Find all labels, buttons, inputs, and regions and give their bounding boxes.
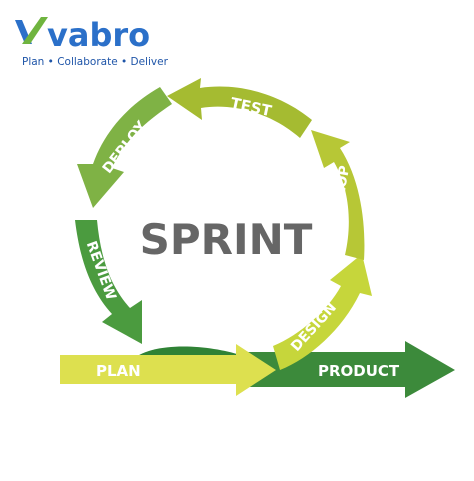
check-mark-icon xyxy=(15,17,48,44)
review-arrow xyxy=(75,220,142,344)
brand-tagline: Plan • Collaborate • Deliver xyxy=(22,56,169,68)
develop-arrow xyxy=(311,130,365,260)
design-arrow xyxy=(273,254,372,370)
output-label-product: PRODUCT xyxy=(318,362,400,380)
test-arrow xyxy=(167,78,312,138)
brand-name: vabro xyxy=(47,16,150,54)
center-title: SPRINT xyxy=(140,215,313,264)
deploy-arrow xyxy=(77,87,172,208)
vabro-logo: vabro Plan • Collaborate • Deliver xyxy=(15,16,169,68)
stage-label-plan: PLAN xyxy=(96,362,141,380)
plan-arrow xyxy=(60,344,276,396)
